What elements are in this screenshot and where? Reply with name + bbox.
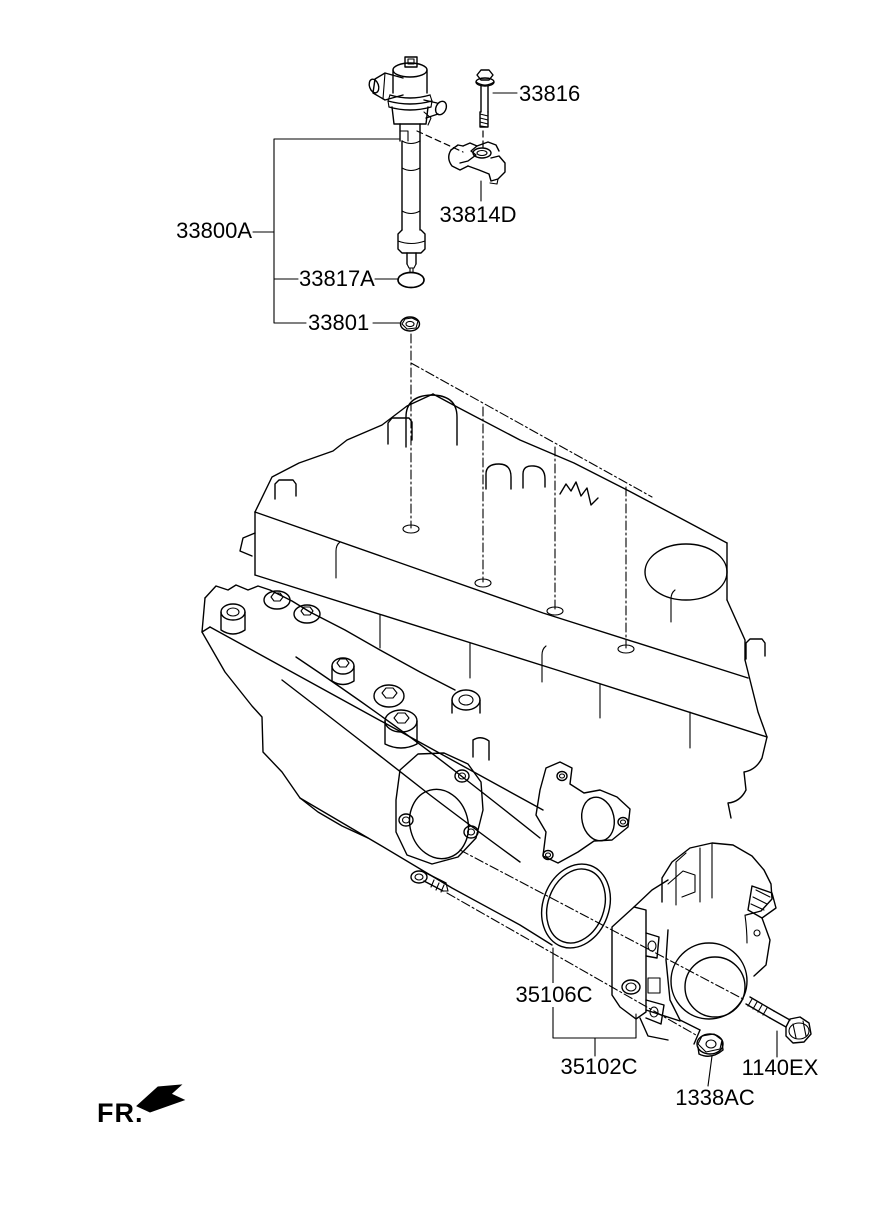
front-direction-label: FR. bbox=[97, 1098, 144, 1128]
part-label-1338ac: 1338AC bbox=[675, 1085, 755, 1110]
fr-direction-arrow-icon bbox=[136, 1084, 186, 1113]
part-label-1140ex: 1140EX bbox=[741, 1055, 819, 1080]
part-label-33800a: 33800A bbox=[176, 218, 252, 243]
oring-33817a-drawing bbox=[397, 271, 425, 289]
fuel-injector-drawing bbox=[368, 56, 448, 273]
part-label-35106c: 35106C bbox=[513, 983, 595, 1007]
part-label-33801: 33801 bbox=[308, 310, 370, 335]
clamp-33814d-drawing bbox=[448, 141, 506, 185]
leader-lines bbox=[252, 92, 778, 1087]
part-label-33817a: 33817A bbox=[299, 266, 375, 291]
assembly-centerlines bbox=[402, 333, 746, 1036]
nut-1338ac-drawing bbox=[696, 1033, 724, 1057]
part-label-33814d: 33814D bbox=[439, 202, 517, 227]
part-label-33816: 33816 bbox=[519, 81, 581, 106]
seal-33801-drawing bbox=[399, 316, 421, 332]
bolt-33816-drawing bbox=[475, 69, 495, 150]
gasket-35106c-drawing bbox=[540, 863, 612, 949]
part-label-35102c: 35102C bbox=[560, 1054, 638, 1079]
engine-drawing bbox=[201, 393, 768, 946]
throttle-body-35102c-drawing bbox=[611, 842, 777, 1045]
bolt-1140ex-drawing bbox=[745, 996, 812, 1044]
